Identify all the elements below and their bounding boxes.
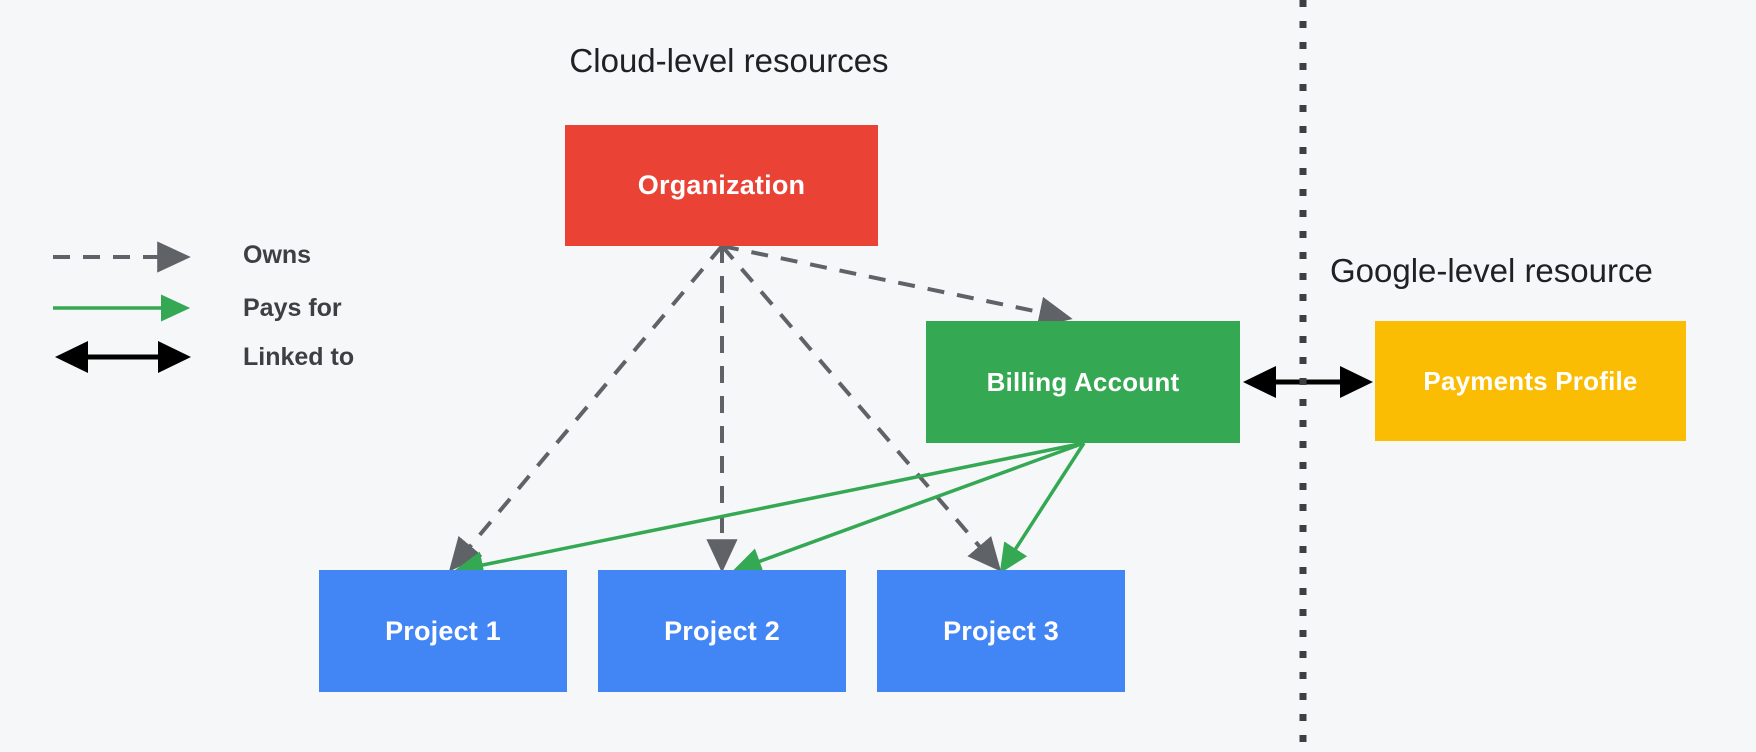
edge-owns-organization-project-3 [720,244,1002,572]
cloud-level-title: Cloud-level resources [569,42,889,79]
node-project-2[interactable]: Project 2 [598,570,846,692]
edge-owns-organization-project-1 [448,244,724,572]
edge-pays-for-billing-account-project-2 [732,441,1085,575]
node-project-2-label: Project 2 [664,615,780,646]
node-organization-label: Organization [637,170,806,200]
node-billing-account-label: Billing Account [986,366,1180,397]
edge-pays-for-billing-account-project-3 [999,442,1086,574]
legend-label-pays-for: Pays for [243,294,342,322]
google-level-title: Google-level resource [1330,252,1653,289]
node-project-1[interactable]: Project 1 [319,570,567,692]
node-payments-profile[interactable]: Payments Profile [1375,321,1686,441]
node-billing-account[interactable]: Billing Account [926,321,1240,443]
legend-label-linked-to: Linked to [243,343,355,371]
node-project-3[interactable]: Project 3 [877,570,1125,692]
edge-pays-for-billing-account-project-1 [453,441,1085,579]
node-project-1-label: Project 1 [385,615,501,646]
node-organization[interactable]: Organization [565,125,878,246]
edge-owns-organization-billing-account [721,244,1073,328]
node-payments-profile-label: Payments Profile [1423,365,1638,396]
node-project-3-label: Project 3 [943,615,1059,646]
legend-label-owns: Owns [243,241,312,269]
